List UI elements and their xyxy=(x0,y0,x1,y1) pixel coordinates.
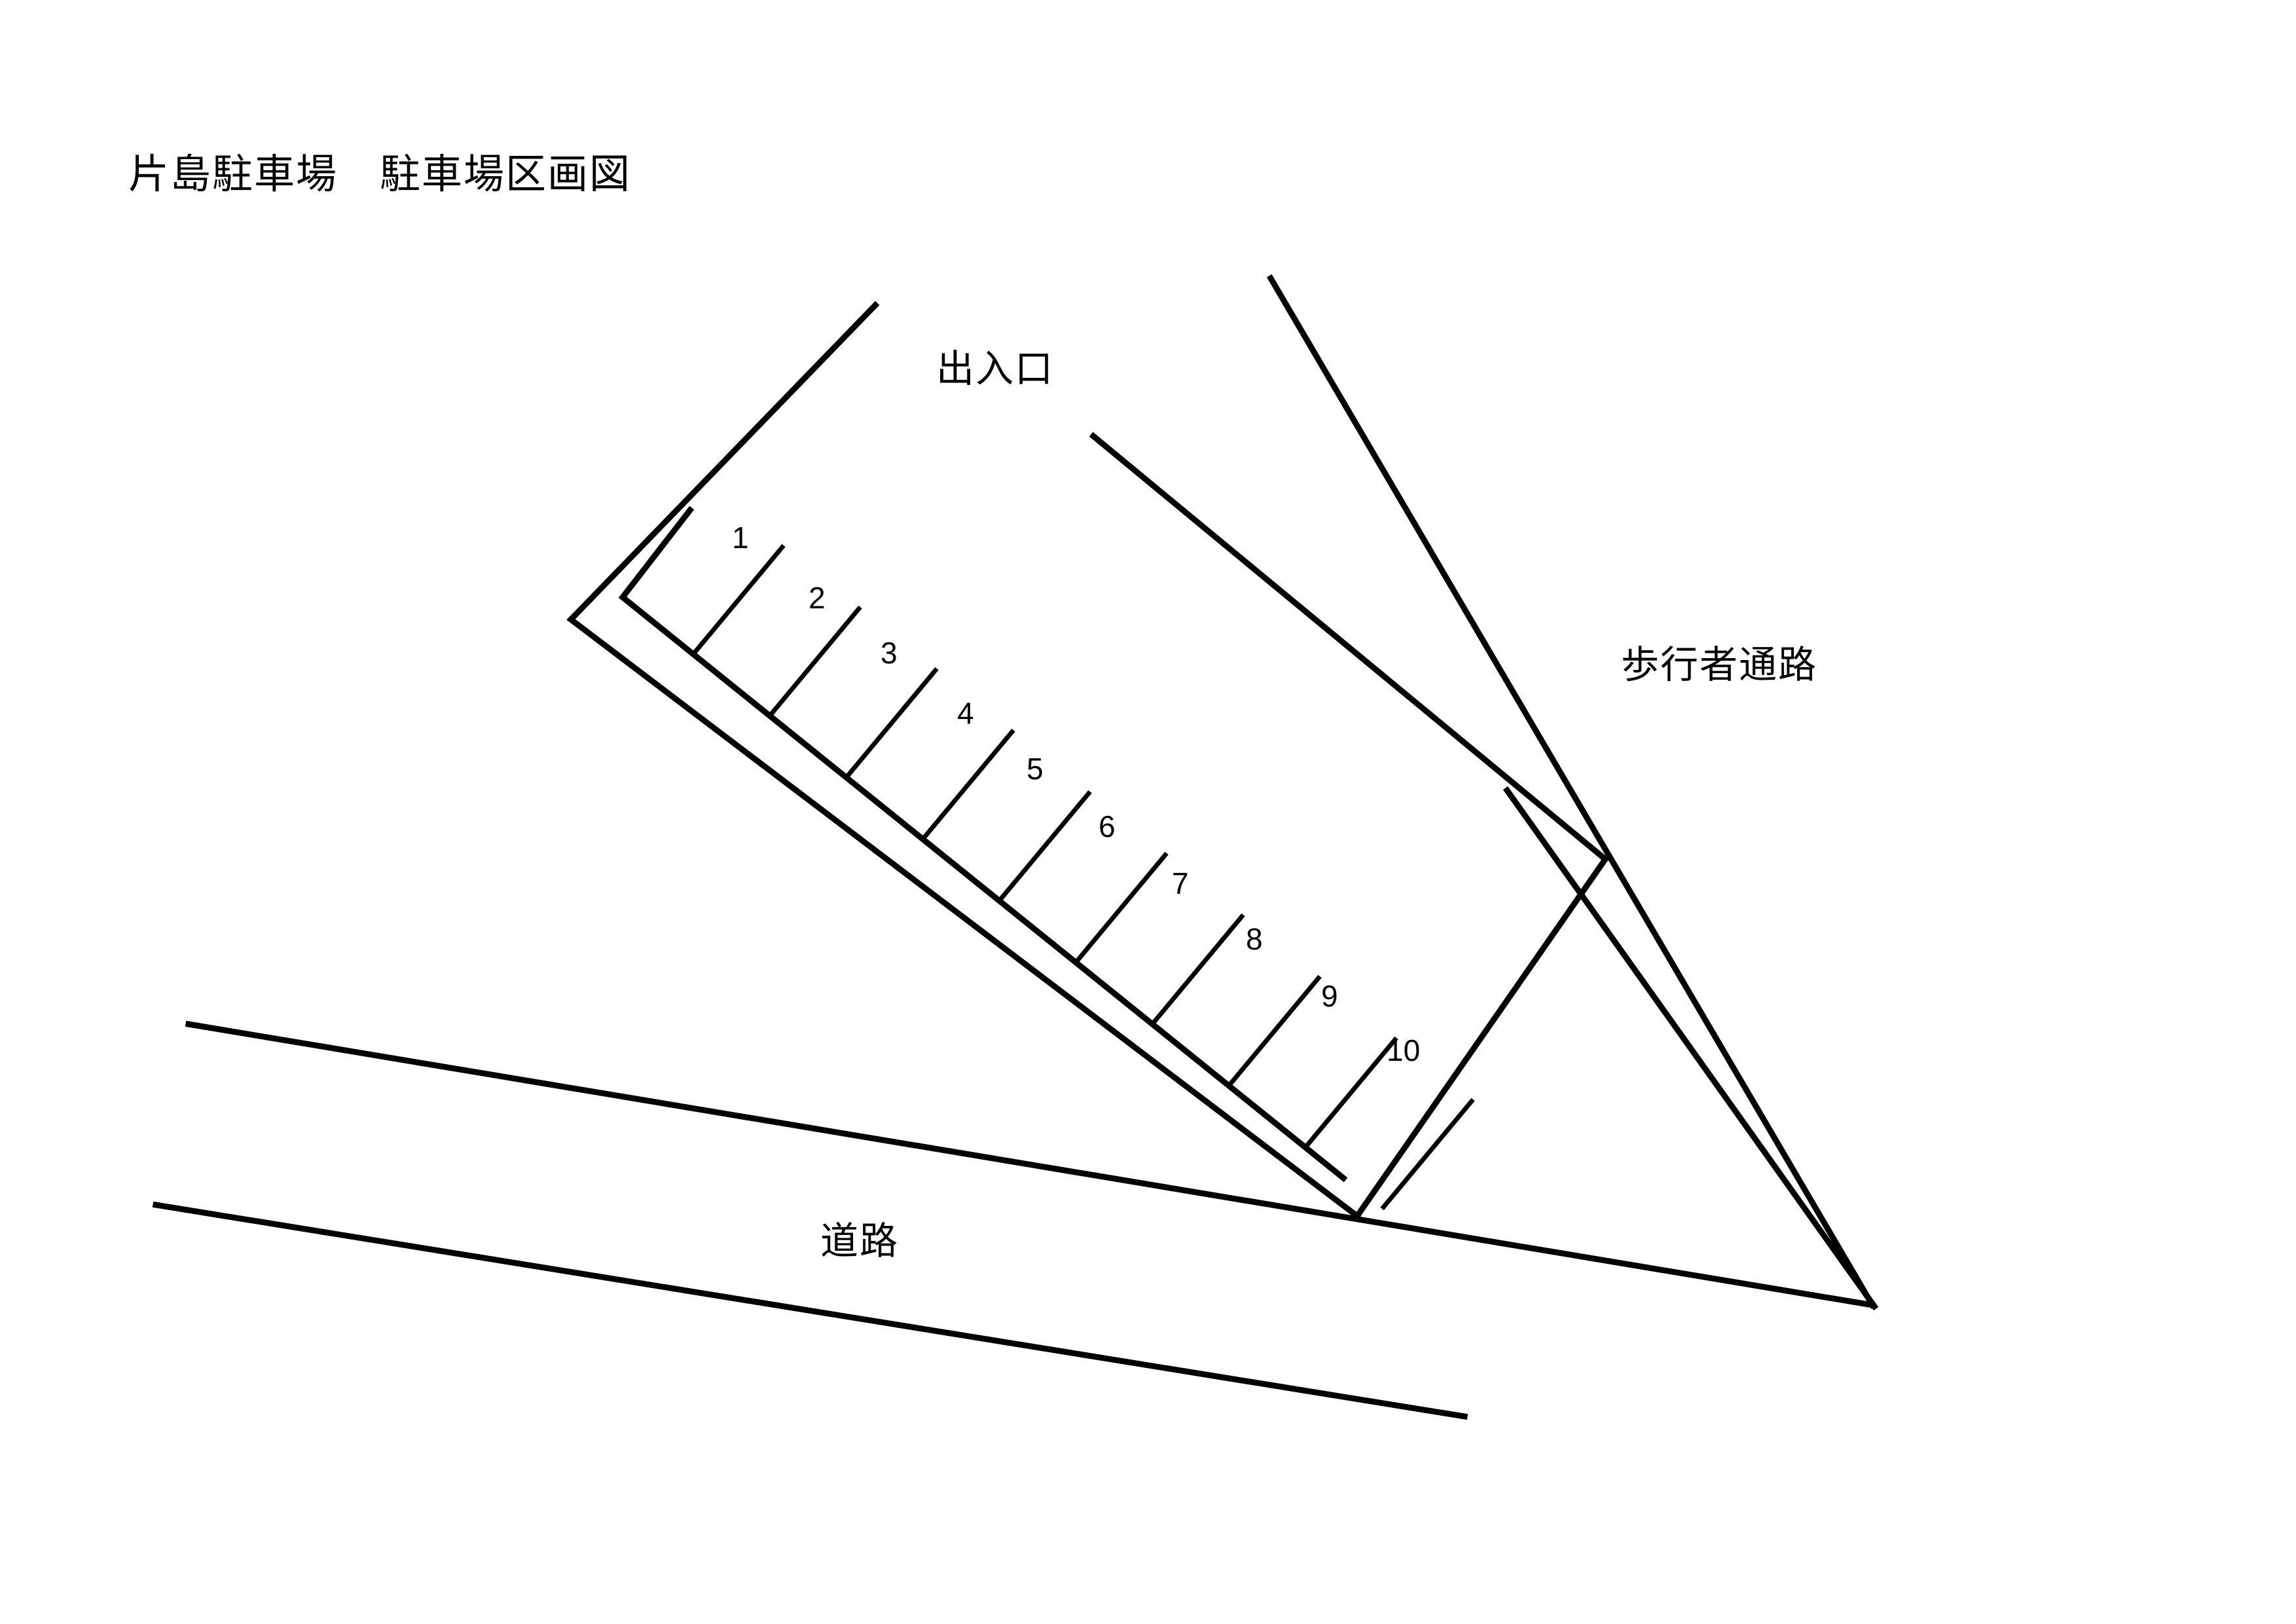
stall-number-5: 5 xyxy=(1027,752,1044,786)
road-label: 道路 xyxy=(820,1220,899,1263)
stall-divider-6 xyxy=(1150,913,1245,1026)
stall-divider-1 xyxy=(767,605,862,718)
stall-divider-8 xyxy=(1303,1036,1398,1149)
area-label-group: 出入口 歩行者通路 道路 xyxy=(820,348,1817,1263)
parking-right-edge xyxy=(1353,855,1610,1221)
road-edge-upper xyxy=(185,1020,1876,1309)
stall-number-8: 8 xyxy=(1246,922,1263,956)
inner-boundary-path xyxy=(618,506,1348,1183)
stall-number-1: 1 xyxy=(732,521,749,555)
stall-divider-2 xyxy=(844,667,939,780)
parking-top-edge-group xyxy=(1089,432,1610,1221)
stall-number-4: 4 xyxy=(957,696,974,730)
page-title: 片島駐車場 駐車場区画図 xyxy=(128,152,632,197)
stall-number-3: 3 xyxy=(881,636,898,670)
road-group xyxy=(152,1020,1876,1420)
pedestrian-path-edge-right xyxy=(1503,786,1879,1311)
stall-divider-7 xyxy=(1227,974,1322,1088)
pedestrian-path-edge-left xyxy=(1266,274,1877,1310)
entrance-label: 出入口 xyxy=(936,348,1054,390)
stall-divider-9 xyxy=(1380,1098,1475,1211)
pedestrian-path-group xyxy=(1266,274,1879,1311)
pedestrian-path-label: 歩行者通路 xyxy=(1621,644,1817,686)
outer-boundary-path xyxy=(566,301,1362,1221)
stall-divider-group xyxy=(691,544,1475,1211)
stall-number-10: 10 xyxy=(1387,1033,1420,1067)
parking-top-edge xyxy=(1089,432,1610,864)
stall-divider-4 xyxy=(997,790,1092,903)
stall-divider-3 xyxy=(920,728,1015,841)
stall-divider-0 xyxy=(691,544,786,657)
stall-number-group: 1 2 3 4 5 6 7 8 9 10 xyxy=(732,521,1420,1067)
stall-number-9: 9 xyxy=(1321,979,1338,1013)
parking-outer-boundary xyxy=(566,301,1362,1221)
stall-number-2: 2 xyxy=(809,581,826,615)
stall-number-6: 6 xyxy=(1099,809,1116,843)
parking-inner-boundary xyxy=(618,506,1348,1183)
road-edge-lower xyxy=(152,1201,1468,1420)
stall-divider-5 xyxy=(1074,851,1169,965)
stall-number-7: 7 xyxy=(1172,866,1189,900)
